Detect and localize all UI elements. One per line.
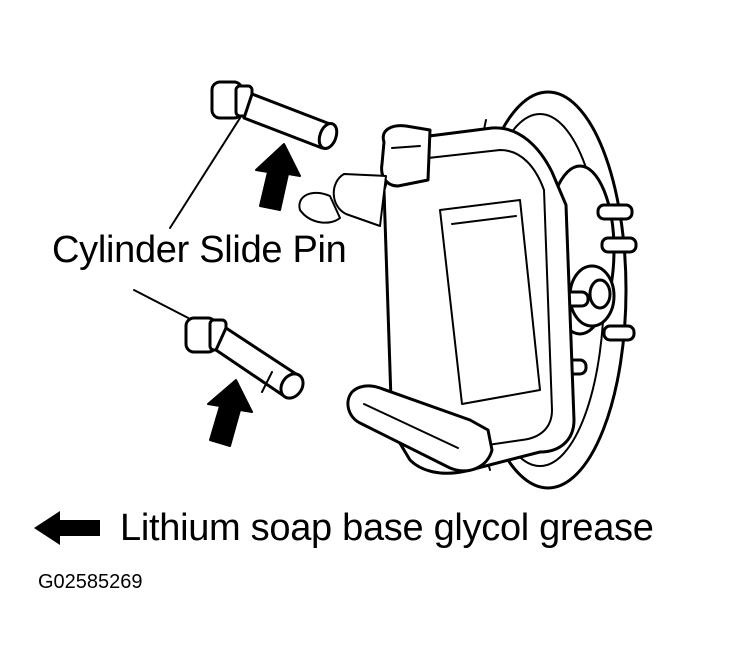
grease-legend-text: Lithium soap base glycol grease <box>120 507 654 549</box>
grease-legend: Lithium soap base glycol grease <box>32 506 654 550</box>
leader-line-upper <box>169 117 241 229</box>
leader-line-lower <box>133 289 197 323</box>
grease-point-arrow-lower <box>207 379 253 447</box>
upper-slide-pin <box>210 80 339 151</box>
grease-point-arrow-upper <box>255 143 301 211</box>
caliper-housing <box>298 124 576 475</box>
filled-arrow-left-icon <box>34 511 100 545</box>
figure-code: G02585269 <box>38 571 143 593</box>
lower-slide-pin <box>184 316 305 400</box>
cylinder-slide-pin-label: Cylinder Slide Pin <box>52 229 347 271</box>
